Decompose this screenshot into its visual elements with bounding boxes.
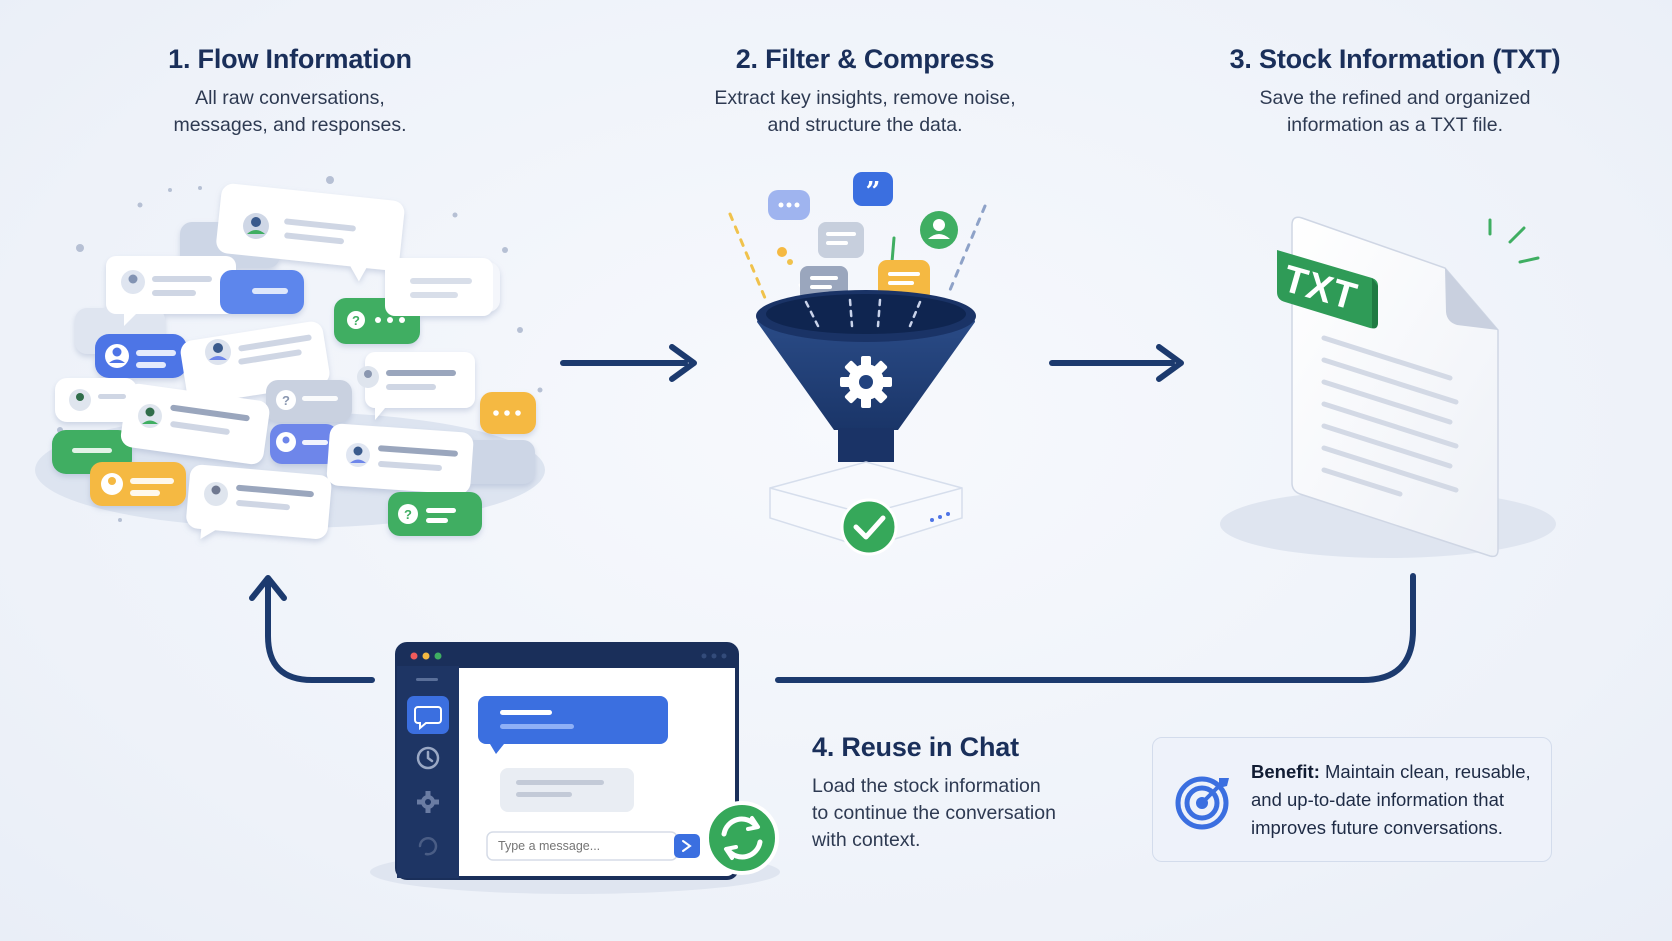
desc-line: and structure the data. bbox=[767, 114, 963, 136]
desc-line: Save the refined and organized bbox=[1259, 87, 1531, 109]
chat-icon[interactable] bbox=[407, 696, 449, 734]
benefit-line: and up-to-date information that bbox=[1251, 789, 1504, 810]
step-title: 1. Flow Information bbox=[168, 44, 412, 74]
svg-text:?: ? bbox=[352, 313, 360, 328]
benefit-line: improves future conversations. bbox=[1251, 817, 1503, 838]
desc-line: to continue the conversation bbox=[812, 802, 1056, 824]
desc-line: messages, and responses. bbox=[173, 114, 407, 136]
step-description: Extract key insights, remove noise, and … bbox=[680, 85, 1050, 139]
step-stock-information: 3. Stock Information (TXT) Save the refi… bbox=[1190, 44, 1600, 139]
sync-icon bbox=[707, 803, 777, 873]
step-description: All raw conversations, messages, and res… bbox=[140, 85, 440, 139]
txt-document bbox=[1220, 216, 1556, 558]
step-title: 3. Stock Information (TXT) bbox=[1229, 44, 1561, 74]
svg-text:”: ” bbox=[866, 177, 881, 207]
chat-bubble-pile: ? ? bbox=[35, 176, 545, 539]
chat-message-input[interactable] bbox=[494, 835, 672, 857]
desc-line: information as a TXT file. bbox=[1286, 114, 1504, 136]
svg-text:?: ? bbox=[404, 507, 412, 522]
desc-line: Extract key insights, remove noise, bbox=[714, 87, 1016, 109]
clock-icon[interactable] bbox=[416, 746, 440, 770]
arrow-1-to-2 bbox=[560, 344, 697, 382]
filter-funnel: ” bbox=[728, 172, 987, 556]
benefit-line: Maintain clean, reusable, bbox=[1319, 761, 1531, 782]
refresh-icon[interactable] bbox=[416, 836, 440, 860]
desc-line: Load the stock information bbox=[812, 775, 1041, 797]
step-flow-information: 1. Flow Information All raw conversation… bbox=[140, 44, 440, 139]
arrow-3-to-4 bbox=[775, 573, 1416, 683]
benefit-box: Benefit: Maintain clean, reusable, and u… bbox=[1152, 737, 1552, 862]
benefit-label: Benefit: bbox=[1251, 761, 1320, 782]
target-icon bbox=[1175, 776, 1229, 830]
gear-icon[interactable] bbox=[416, 790, 440, 814]
desc-line: All raw conversations, bbox=[195, 87, 385, 109]
arrow-2-to-3 bbox=[1049, 344, 1184, 382]
step-title: 4. Reuse in Chat bbox=[812, 732, 1019, 762]
step-description: Save the refined and organized informati… bbox=[1190, 85, 1600, 139]
step-title: 2. Filter & Compress bbox=[735, 44, 995, 74]
step-description: Load the stock information to continue t… bbox=[812, 773, 1112, 854]
arrow-4-to-1 bbox=[249, 575, 375, 683]
desc-line: with context. bbox=[812, 829, 921, 851]
send-button[interactable] bbox=[674, 834, 700, 858]
svg-text:?: ? bbox=[282, 393, 290, 408]
step-filter-compress: 2. Filter & Compress Extract key insight… bbox=[680, 44, 1050, 139]
step-reuse-in-chat: 4. Reuse in Chat Load the stock informat… bbox=[812, 732, 1112, 854]
benefit-text: Benefit: Maintain clean, reusable, and u… bbox=[1251, 758, 1541, 842]
